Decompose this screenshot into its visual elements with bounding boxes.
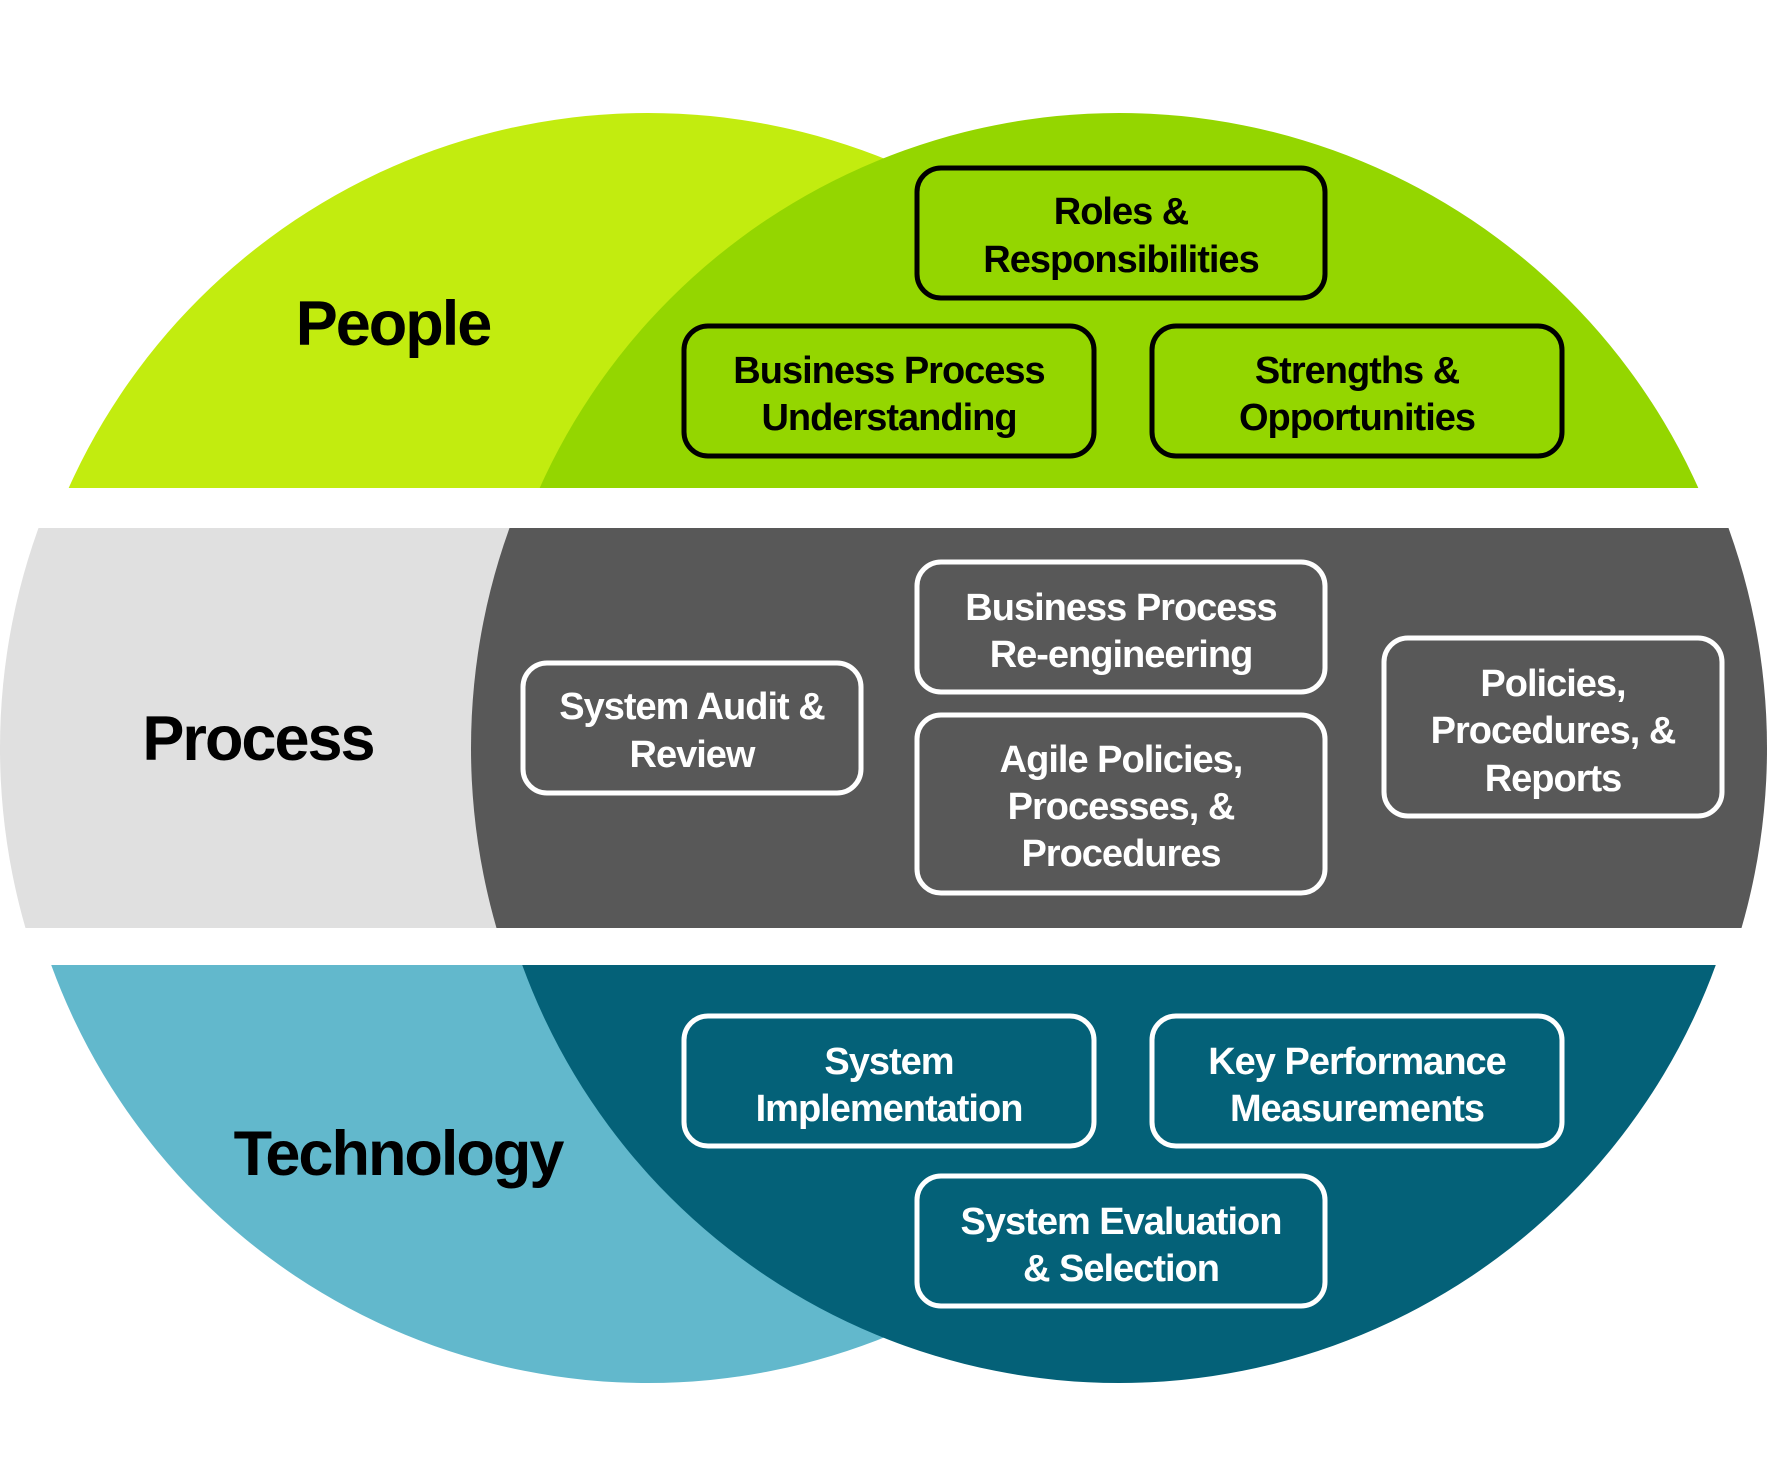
box-frame (681, 323, 1097, 459)
box-text: Implementation (756, 1088, 1023, 1130)
box-text: Key Performance (1208, 1041, 1506, 1083)
box-frame (1149, 323, 1565, 459)
process-right-circle (471, 528, 1767, 928)
people-label: People (296, 289, 491, 359)
box-frame (914, 1173, 1328, 1309)
box-policies-procedures-reports: Policies, Procedures, & Reports (1381, 635, 1725, 819)
box-business-process-reengineering: Business Process Re-engineering (914, 559, 1328, 695)
box-text: Reports (1485, 758, 1622, 800)
box-text: Strengths & (1255, 350, 1460, 392)
box-text: System Audit & (559, 686, 825, 728)
box-text: Measurements (1230, 1088, 1484, 1130)
box-key-performance-measurements: Key Performance Measurements (1149, 1013, 1565, 1149)
box-frame (520, 660, 864, 796)
box-frame (1149, 1013, 1565, 1149)
box-text: Procedures, & (1431, 710, 1676, 752)
box-text: Business Process (733, 350, 1044, 392)
box-roles-responsibilities: Roles & Responsibilities (914, 165, 1328, 301)
process-label: Process (142, 704, 373, 774)
box-text: Policies, (1480, 663, 1625, 705)
box-text: Roles & (1054, 191, 1189, 233)
box-text: Processes, & (1008, 786, 1235, 828)
process-band (0, 528, 1767, 928)
box-text: System (824, 1041, 953, 1083)
box-text: Re-engineering (990, 634, 1253, 676)
box-system-implementation: System Implementation (681, 1013, 1097, 1149)
box-system-evaluation-selection: System Evaluation & Selection (914, 1173, 1328, 1309)
box-frame (681, 1013, 1097, 1149)
box-text: Agile Policies, (1000, 739, 1243, 781)
box-text: Review (630, 734, 756, 776)
box-text: Responsibilities (983, 239, 1258, 281)
box-text: Understanding (761, 397, 1016, 439)
box-frame (914, 165, 1328, 301)
box-text: Business Process (965, 587, 1276, 629)
box-frame (1381, 635, 1725, 819)
box-text: & Selection (1023, 1248, 1219, 1290)
technology-label: Technology (234, 1119, 565, 1189)
box-frame (914, 712, 1328, 896)
box-text: Procedures (1021, 833, 1220, 875)
people-right-circle (539, 113, 1699, 488)
box-strengths-opportunities: Strengths & Opportunities (1149, 323, 1565, 459)
box-frame (914, 559, 1328, 695)
box-agile-policies: Agile Policies, Processes, & Procedures (914, 712, 1328, 896)
people-band (68, 113, 1699, 488)
box-text: Opportunities (1239, 397, 1475, 439)
box-business-process-understanding: Business Process Understanding (681, 323, 1097, 459)
box-text: System Evaluation (961, 1201, 1282, 1243)
box-system-audit-review: System Audit & Review (520, 660, 864, 796)
